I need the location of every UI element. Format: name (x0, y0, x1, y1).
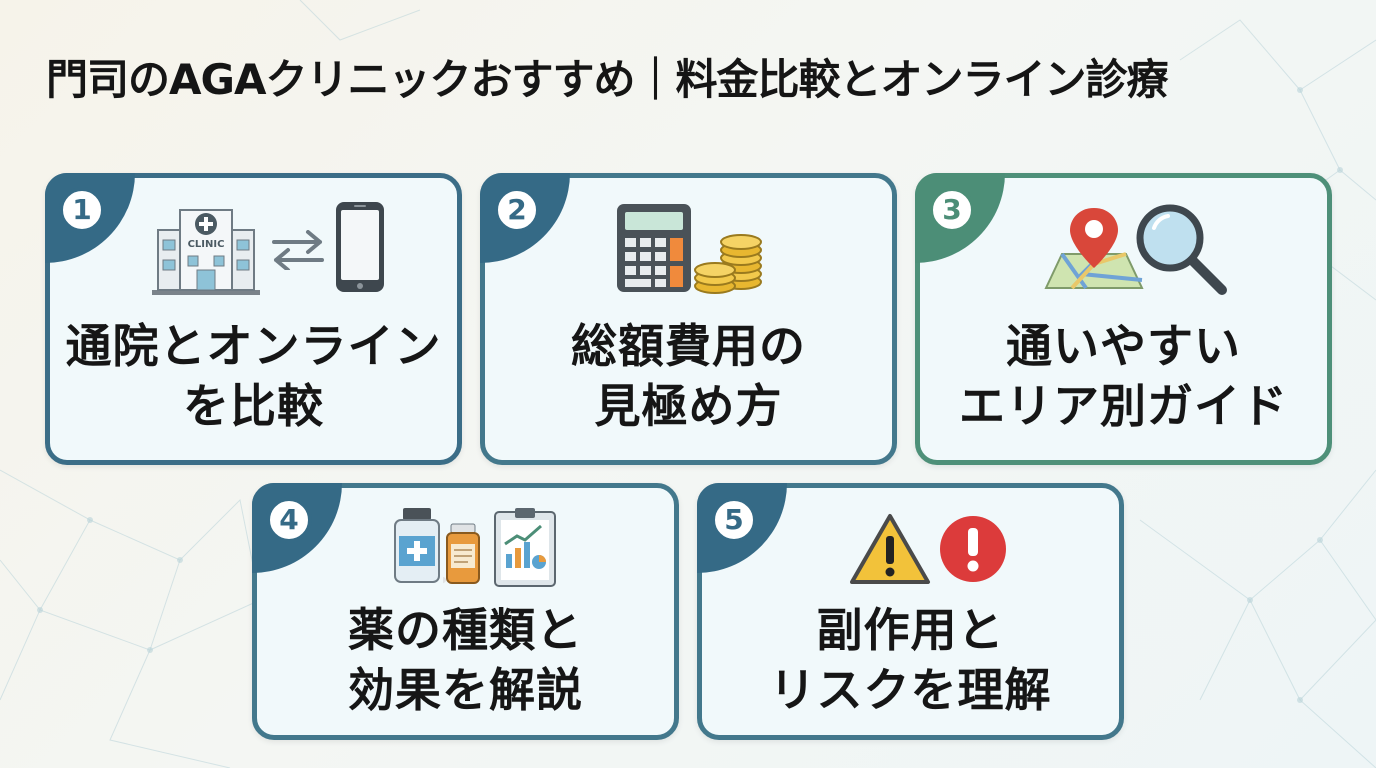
card-label-line2: 見極め方 (594, 379, 783, 433)
number-badge: 5 (697, 483, 787, 573)
card-label: 総額費用の 見極め方 (485, 316, 892, 436)
card-label-line2: を比較 (183, 379, 324, 433)
card-label-line2: リスクを理解 (769, 663, 1052, 717)
card-label-line1: 副作用と (816, 603, 1005, 657)
card-label: 通いやすい エリア別ガイド (920, 316, 1327, 436)
report-clipboard-icon (494, 508, 556, 587)
medicine-bottle-icon (394, 508, 440, 583)
card-area-guide: 3 通いやすい エリア別ガイド (915, 173, 1332, 465)
exchange-arrows-icon (272, 230, 324, 270)
number-circle: 2 (494, 187, 540, 233)
number-circle: 4 (266, 497, 312, 543)
coin-stack-icon (694, 234, 762, 294)
smartphone-icon (336, 202, 384, 292)
page-title: 門司のAGAクリニックおすすめ｜料金比較とオンライン診療 (46, 55, 1169, 104)
card-total-cost: 2 (480, 173, 897, 465)
card-medicine-types: 4 薬の種類と (252, 483, 679, 740)
card-label: 副作用と リスクを理解 (702, 600, 1119, 720)
card-label: 通院とオンライン を比較 (50, 316, 457, 436)
card-label-line2: 効果を解説 (348, 663, 583, 717)
clinic-sign: CLINIC (188, 239, 225, 250)
clinic-building-icon: CLINIC (152, 209, 260, 295)
card-label: 薬の種類と 効果を解説 (257, 600, 674, 720)
pill-bottle-icon (443, 523, 480, 584)
number-circle: 3 (929, 187, 975, 233)
calculator-icon (617, 204, 691, 292)
number-circle: 5 (711, 497, 757, 543)
number-badge: 3 (915, 173, 1005, 263)
card-compare-visit-online: 1 CLINIC (45, 173, 462, 465)
card-label-line1: 通院とオンライン (65, 319, 442, 373)
card-label-line1: 薬の種類と (348, 603, 583, 657)
warning-triangle-icon (850, 514, 930, 584)
card-label-line1: 通いやすい (1006, 319, 1241, 373)
map-pin-icon (1044, 208, 1144, 290)
number-circle: 1 (59, 187, 105, 233)
alert-circle-icon (940, 516, 1006, 582)
card-side-effects: 5 副作用と リスクを理解 (697, 483, 1124, 740)
magnifier-icon (1136, 204, 1227, 295)
card-label-line2: エリア別ガイド (959, 379, 1288, 433)
card-label-line1: 総額費用の (571, 319, 806, 373)
